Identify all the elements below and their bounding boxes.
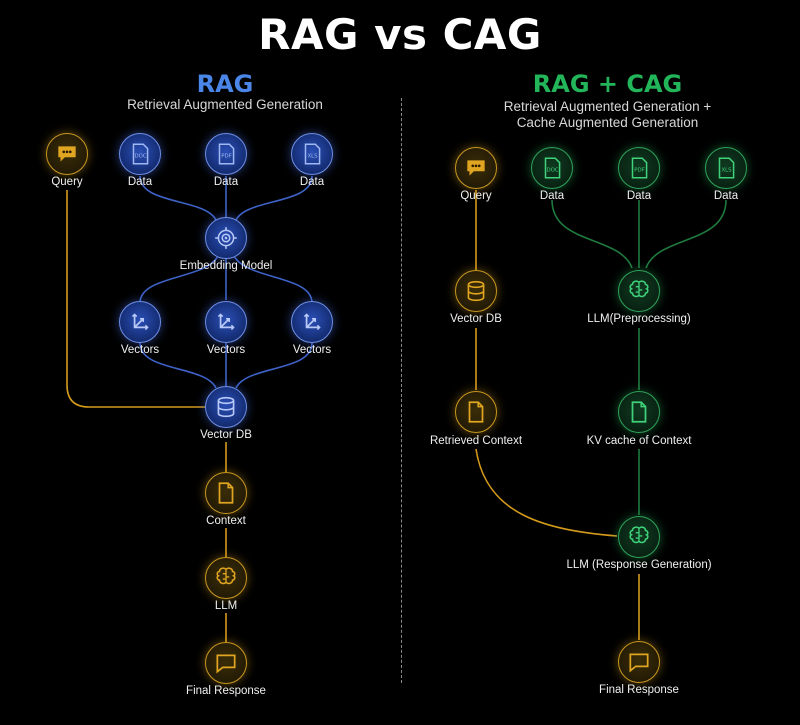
wire-data1-embedding bbox=[139, 175, 217, 221]
cag-final-label: Final Response bbox=[599, 684, 679, 696]
section-divider bbox=[401, 98, 402, 683]
wire-cag-data3-llm bbox=[645, 199, 727, 269]
cag-data-label-1: Data bbox=[539, 190, 565, 202]
rag-heading: RAG bbox=[196, 70, 254, 98]
rag-subtitle: Retrieval Augmented Generation bbox=[127, 97, 323, 112]
rag-query-node bbox=[46, 133, 88, 175]
rag-final-label: Final Response bbox=[186, 685, 266, 697]
cag-llmresp-node bbox=[618, 516, 660, 558]
rag-llm-node bbox=[205, 557, 247, 599]
file-icon bbox=[468, 401, 484, 423]
document-icon: XLS bbox=[304, 143, 321, 165]
document-icon: PDF bbox=[631, 157, 648, 179]
message-icon bbox=[629, 653, 649, 673]
document-icon: DOC bbox=[132, 143, 149, 165]
chat-bubble-icon bbox=[58, 146, 76, 162]
cag-vectordb-label: Vector DB bbox=[450, 313, 502, 325]
embedding-chip-icon bbox=[215, 227, 237, 249]
rag-vectordb-label: Vector DB bbox=[200, 429, 252, 441]
rag-llm-label: LLM bbox=[214, 600, 238, 612]
page-title: RAG vs CAG bbox=[258, 10, 542, 59]
rag-data-label-3: Data bbox=[299, 176, 325, 188]
file-type-text: DOC bbox=[134, 153, 146, 159]
document-icon: PDF bbox=[218, 143, 235, 165]
file-type-text: XLS bbox=[721, 167, 732, 173]
database-icon bbox=[217, 396, 235, 418]
cag-heading: RAG + CAG bbox=[532, 70, 683, 98]
rag-vectors-label-2: Vectors bbox=[206, 344, 246, 356]
cag-data-node-2: PDF bbox=[618, 147, 660, 189]
rag-data-label-2: Data bbox=[213, 176, 239, 188]
vector-axes-icon bbox=[131, 313, 149, 331]
file-type-text: XLS bbox=[307, 153, 318, 159]
rag-data-node-3: XLS bbox=[291, 133, 333, 175]
cag-llmpre-node bbox=[618, 270, 660, 312]
cag-query-label: Query bbox=[460, 190, 492, 202]
cag-retrieved-label: Retrieved Context bbox=[429, 435, 523, 447]
rag-query-label: Query bbox=[51, 176, 83, 188]
cag-query-node bbox=[455, 147, 497, 189]
wire-cag-data1-llm bbox=[551, 199, 633, 269]
rag-vectors-node-1 bbox=[119, 301, 161, 343]
cag-data-label-3: Data bbox=[713, 190, 739, 202]
rag-vectors-label-3: Vectors bbox=[292, 344, 332, 356]
vector-axes-icon bbox=[217, 313, 235, 331]
brain-icon bbox=[216, 567, 236, 585]
wire-data3-embedding bbox=[235, 175, 313, 221]
rag-data-node-2: PDF bbox=[205, 133, 247, 175]
cag-retrieved-node bbox=[455, 391, 497, 433]
cag-llmpre-label: LLM(Preprocessing) bbox=[587, 313, 691, 325]
rag-context-node bbox=[205, 472, 247, 514]
file-icon bbox=[631, 401, 647, 423]
rag-vectors-node-3 bbox=[291, 301, 333, 343]
document-icon: XLS bbox=[718, 157, 735, 179]
rag-embedding-node bbox=[205, 217, 247, 259]
rag-vectors-label-1: Vectors bbox=[120, 344, 160, 356]
cag-data-node-1: DOC bbox=[531, 147, 573, 189]
rag-data-label-1: Data bbox=[127, 176, 153, 188]
database-icon bbox=[467, 280, 485, 302]
file-type-text: PDF bbox=[634, 167, 645, 173]
file-type-text: DOC bbox=[546, 167, 558, 173]
cag-kv-node bbox=[618, 391, 660, 433]
rag-embedding-label: Embedding Model bbox=[179, 260, 273, 272]
cag-vectordb-node bbox=[455, 270, 497, 312]
cag-subtitle-line2: Cache Augmented Generation bbox=[516, 115, 699, 130]
rag-vectors-node-2 bbox=[205, 301, 247, 343]
rag-final-node bbox=[205, 642, 247, 684]
cag-data-node-3: XLS bbox=[705, 147, 747, 189]
vector-axes-icon bbox=[303, 313, 321, 331]
document-icon: DOC bbox=[544, 157, 561, 179]
cag-subtitle: Retrieval Augmented Generation + Cache A… bbox=[405, 99, 800, 131]
file-icon bbox=[218, 482, 234, 504]
rag-context-label: Context bbox=[206, 515, 246, 527]
wire-vectors3-db bbox=[235, 342, 313, 389]
cag-kv-label: KV cache of Context bbox=[586, 435, 692, 447]
cag-llmresp-label: LLM (Response Generation) bbox=[566, 559, 712, 571]
wire-retrieved-llmresp bbox=[475, 448, 618, 537]
wire-vectors1-db bbox=[139, 342, 217, 389]
file-type-text: PDF bbox=[221, 153, 232, 159]
cag-subtitle-line1: Retrieval Augmented Generation + bbox=[503, 99, 712, 114]
rag-data-node-1: DOC bbox=[119, 133, 161, 175]
message-icon bbox=[216, 654, 236, 674]
cag-final-node bbox=[618, 641, 660, 683]
wire-embedding-vectors3 bbox=[233, 255, 313, 304]
rag-vectordb-node bbox=[205, 386, 247, 428]
wire-embedding-vectors1 bbox=[139, 255, 219, 304]
chat-bubble-icon bbox=[467, 160, 485, 176]
brain-icon bbox=[629, 280, 649, 298]
brain-icon bbox=[629, 526, 649, 544]
cag-data-label-2: Data bbox=[626, 190, 652, 202]
wire-query-db bbox=[66, 190, 205, 408]
